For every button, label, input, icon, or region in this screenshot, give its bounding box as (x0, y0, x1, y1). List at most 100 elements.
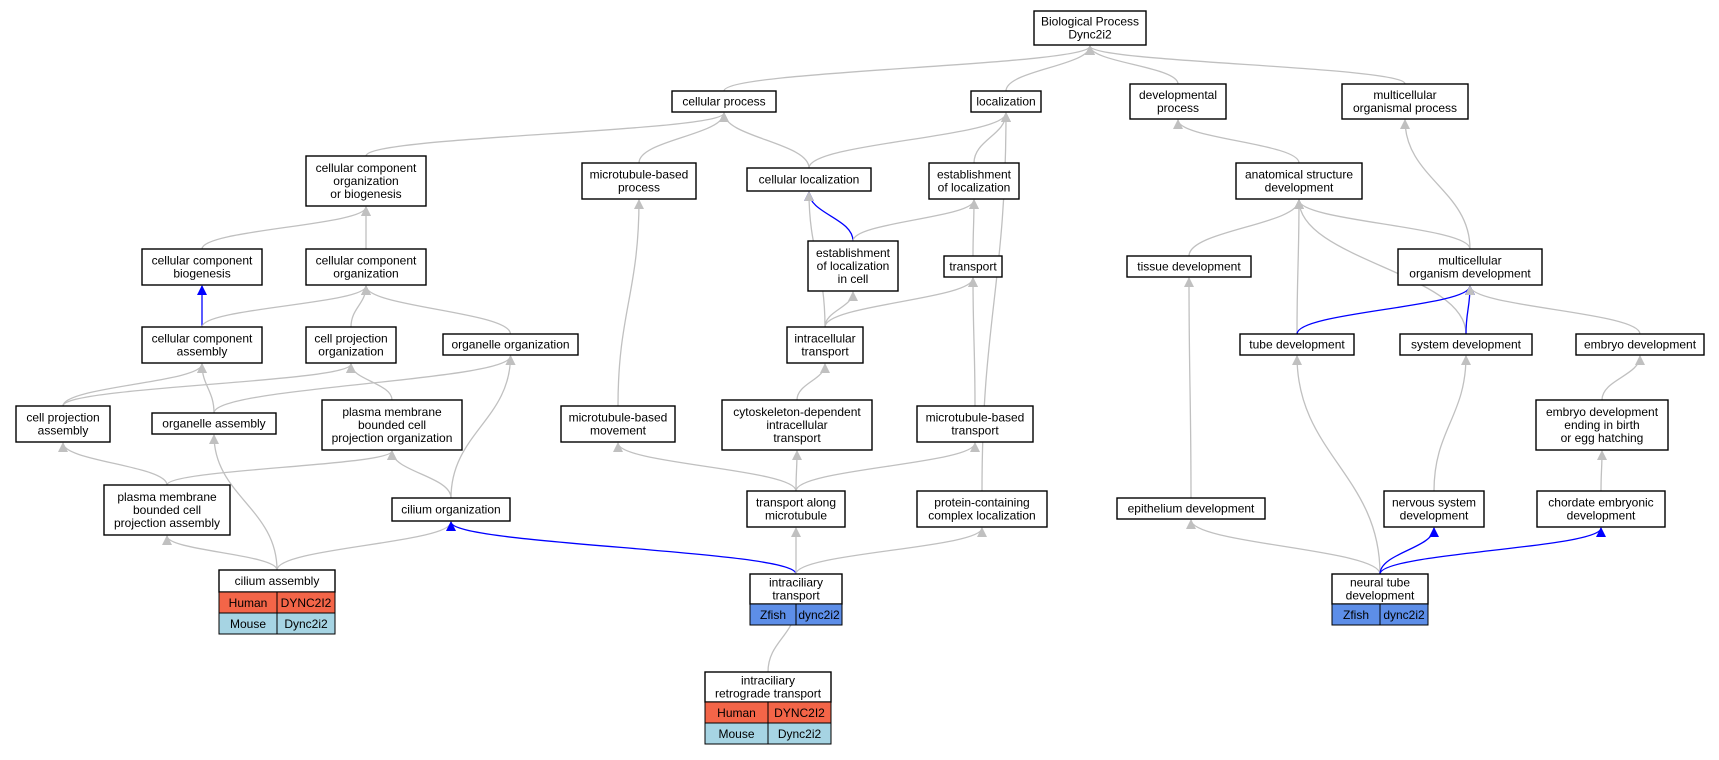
node-label: biogenesis (173, 267, 230, 281)
node-label: establishment (816, 246, 891, 260)
species-label: Zfish (1343, 608, 1369, 622)
is-a-edge (62, 363, 356, 407)
is-a-edge (852, 199, 979, 242)
is-a-edge (1433, 355, 1471, 492)
node-box (141, 326, 263, 364)
node-box (671, 90, 777, 113)
node-label: developmental (1139, 88, 1217, 102)
go-term-node[interactable]: embryo development (1575, 333, 1705, 356)
go-term-node[interactable]: cilium organization (391, 497, 511, 522)
is-a-edge (58, 442, 168, 486)
node-box (1129, 83, 1227, 120)
is-a-edge (1005, 45, 1095, 92)
node-label: cell projection (314, 332, 387, 346)
is-a-edge (365, 112, 729, 157)
node-label: cilium organization (401, 503, 500, 517)
is-a-edge (166, 450, 397, 486)
node-label: embryo development (1584, 338, 1697, 352)
is-a-edge (796, 363, 830, 401)
node-box (1536, 490, 1666, 528)
node-label: organelle assembly (162, 417, 265, 431)
node-box (746, 167, 872, 192)
go-term-node[interactable]: cytoskeleton-dependentintracellulartrans… (721, 399, 873, 451)
node-box (721, 399, 873, 451)
node-label: transport (949, 260, 997, 274)
node-box (305, 248, 427, 286)
is-a-edge (162, 535, 278, 571)
node-label: microtubule-based (569, 411, 668, 425)
go-term-node[interactable]: localization (970, 90, 1042, 113)
node-label: development (1400, 509, 1469, 523)
edge-layer (58, 45, 1645, 673)
go-term-node[interactable]: cellular localization (746, 167, 872, 192)
go-term-node[interactable]: cellular process (671, 90, 777, 113)
highlighted-edge (1379, 527, 1439, 575)
is-a-edge (213, 355, 516, 414)
go-term-node[interactable]: system development (1399, 333, 1533, 356)
node-box (928, 162, 1020, 200)
go-term-node[interactable]: organelle assembly (151, 412, 277, 435)
is-a-edge (973, 112, 1011, 164)
node-label: anatomical structure (1245, 168, 1353, 182)
is-a-edge (1085, 45, 1406, 85)
node-label: projection organization (332, 431, 453, 445)
go-term-node[interactable]: tissue development (1126, 255, 1252, 278)
node-label: process (1157, 101, 1199, 115)
node-label: transport (773, 431, 821, 445)
node-box (943, 255, 1003, 278)
node-label: in cell (838, 272, 869, 286)
species-label: Mouse (230, 617, 266, 631)
is-a-edge (723, 45, 1095, 92)
node-label: cell projection (26, 411, 99, 425)
go-term-node[interactable]: epithelium development (1116, 497, 1266, 520)
node-label: establishment (937, 168, 1012, 182)
node-label: assembly (177, 345, 228, 359)
node-box (1235, 162, 1363, 200)
node-label: intracellular (794, 332, 855, 346)
node-box (321, 399, 463, 451)
is-a-edge (1173, 119, 1300, 164)
is-a-edge (346, 363, 393, 401)
is-a-edge (1294, 199, 1467, 335)
is-a-edge (62, 363, 207, 407)
node-label: plasma membrane (117, 490, 217, 504)
node-label: organization (333, 267, 398, 281)
is-a-edge (201, 206, 371, 250)
is-a-edge (1596, 450, 1607, 492)
node-box (305, 155, 427, 207)
is-a-edge (1465, 285, 1641, 335)
go-term-node[interactable]: tube development (1239, 333, 1355, 356)
go-term-node[interactable]: transport (943, 255, 1003, 278)
go-term-node[interactable]: organelle organization (442, 333, 579, 356)
